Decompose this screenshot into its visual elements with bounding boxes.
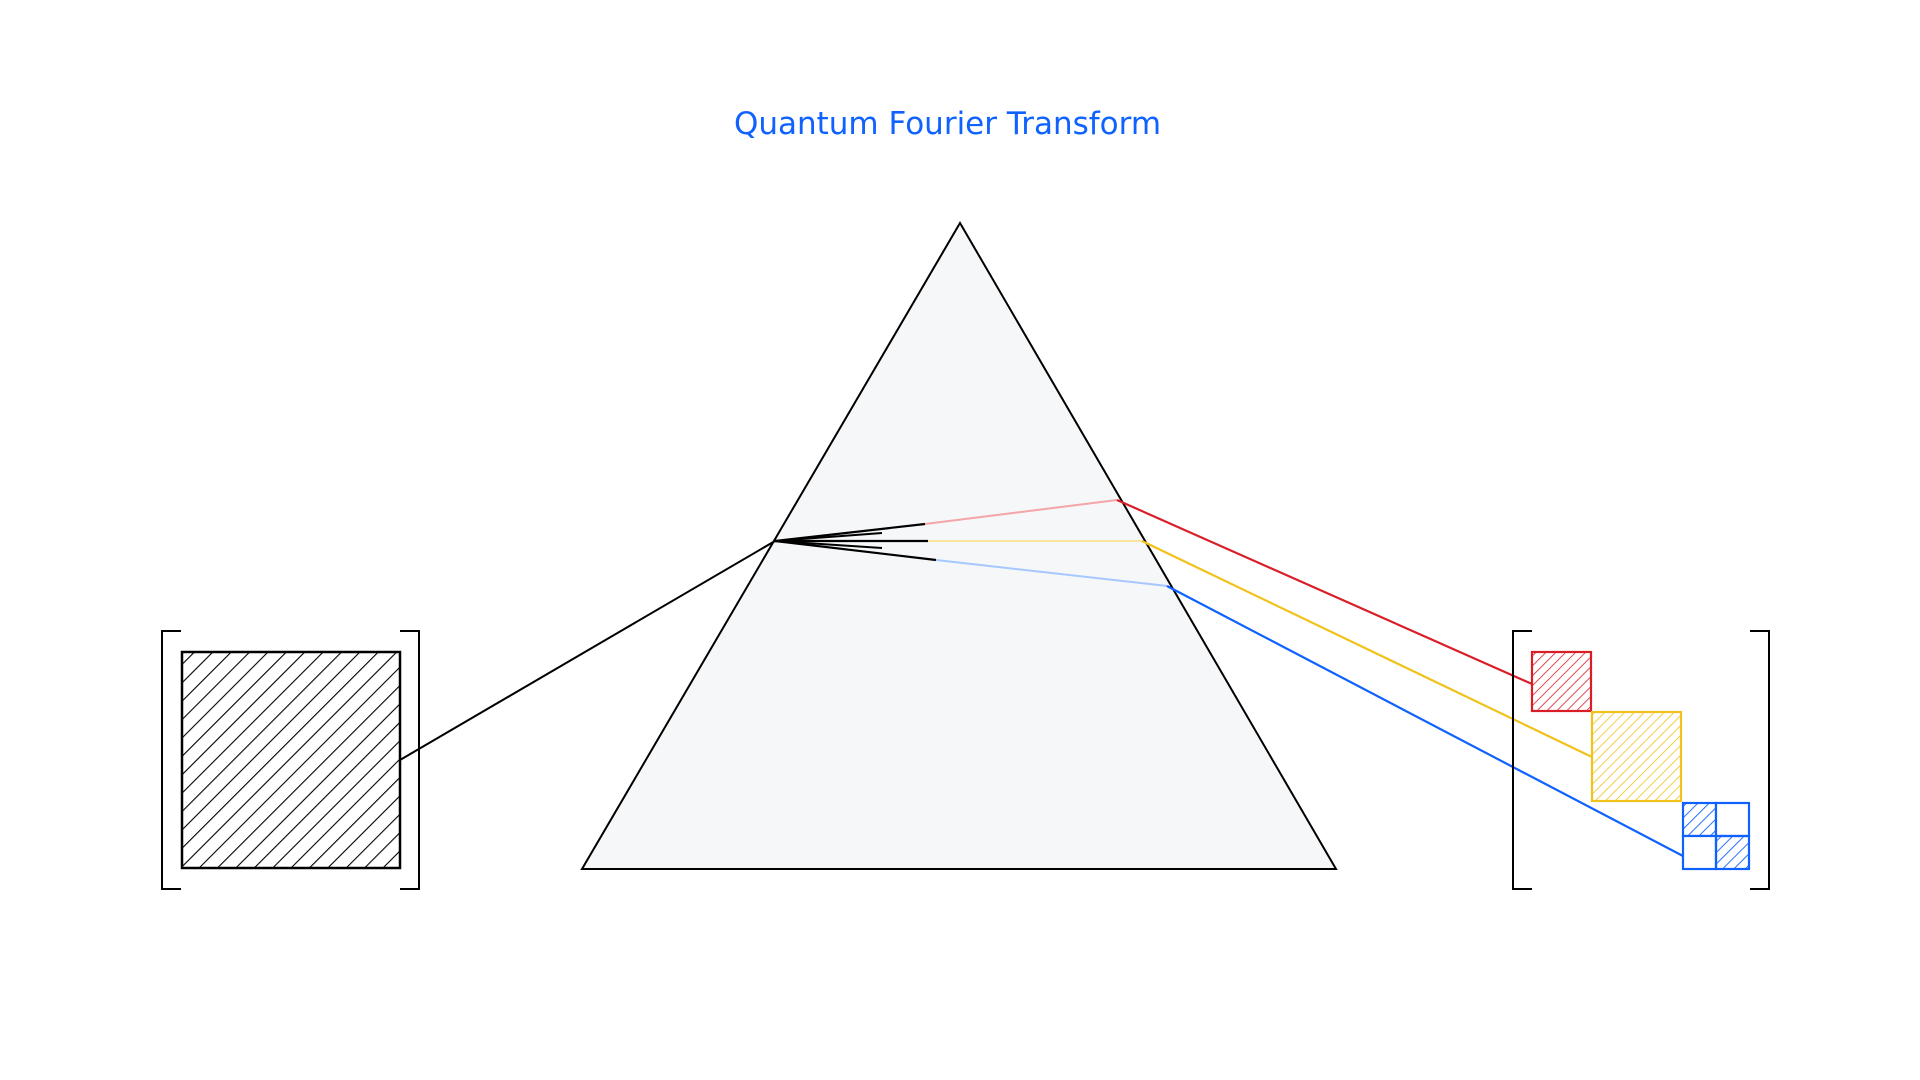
- yellow-block: [1590, 710, 1683, 803]
- right-bracket-open: [1512, 630, 1532, 890]
- red-beam: [1116, 498, 1533, 686]
- right-bracket-close: [1750, 630, 1770, 890]
- dispersion-fan: [774, 522, 937, 562]
- output-matrix: [1512, 630, 1770, 890]
- left-bracket-close: [400, 630, 420, 890]
- diagram-title: Quantum Fourier Transform: [733, 106, 1162, 142]
- left-bracket-open: [161, 630, 181, 890]
- red-beam-internal: [924, 499, 1118, 525]
- prism: [580, 221, 1338, 870]
- blue-block: [1681, 801, 1751, 871]
- input-beam: [399, 540, 776, 761]
- input-matrix: [161, 630, 420, 890]
- blue-beam: [1166, 585, 1684, 857]
- blue-beam-internal: [935, 559, 1168, 587]
- yellow-beam: [1141, 540, 1593, 758]
- dense-matrix-block: [180, 650, 402, 870]
- red-block: [1530, 650, 1593, 713]
